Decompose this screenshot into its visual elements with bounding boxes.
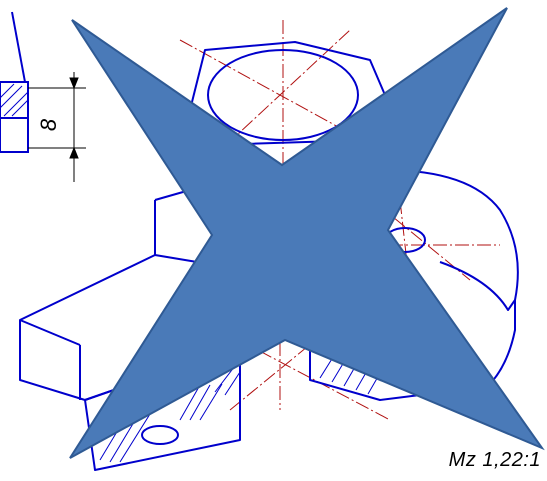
cross-mark-icon xyxy=(69,7,545,459)
fragment-edge-line xyxy=(11,11,26,83)
dimension-lines xyxy=(28,72,86,182)
dimension-fragment xyxy=(0,11,29,153)
lower-hole xyxy=(141,425,179,445)
right-flange-top xyxy=(384,169,519,311)
dimension-arrow-top xyxy=(69,77,79,90)
left-block-edge xyxy=(19,319,81,346)
dimension-arrow-bottom xyxy=(69,146,79,159)
scale-label: Mz 1,22:1 xyxy=(448,449,541,471)
boss-bore xyxy=(207,49,359,141)
fragment-hatching xyxy=(0,83,29,117)
dimension-value: 8 xyxy=(36,118,61,131)
